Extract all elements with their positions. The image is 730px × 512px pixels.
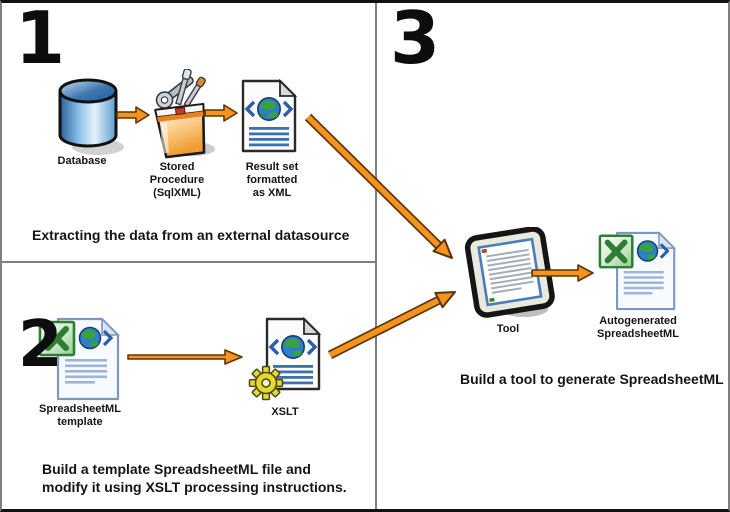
tool-label: Tool xyxy=(496,323,520,335)
xslt-label: XSLT xyxy=(271,406,299,418)
spreadsheetml-template-label: SpreadsheetML template xyxy=(39,403,121,428)
panel-3-number: 3 xyxy=(390,0,441,80)
stored-procedure-label: Stored Procedure (SqlXML) xyxy=(149,161,205,199)
xml-document-icon xyxy=(241,79,298,153)
result-set-label: Result set formatted as XML xyxy=(245,161,299,199)
arrow-right-icon xyxy=(531,264,594,282)
arrow-right-icon xyxy=(204,104,238,122)
arrow-right-icon xyxy=(116,106,150,124)
panel-2-number: 2 xyxy=(18,308,63,382)
spreadsheetml-document-icon xyxy=(598,231,677,311)
database-label: Database xyxy=(57,155,107,167)
panel-divider-vertical xyxy=(375,3,377,509)
panel-1-caption: Extracting the data from an external dat… xyxy=(32,227,350,243)
panel-divider-horizontal xyxy=(2,261,375,263)
stored-procedure-toolbox-icon xyxy=(154,69,215,159)
panel-1-number: 1 xyxy=(15,0,66,80)
panel-2-caption: Build a template SpreadsheetML file and … xyxy=(42,461,347,495)
gear-icon xyxy=(248,365,284,401)
autogenerated-spreadsheetml-label: Autogenerated SpreadsheetML xyxy=(597,315,679,340)
arrow-right-long-icon xyxy=(127,349,243,365)
arrow-diagonal-down-icon xyxy=(304,113,453,259)
tool-monitor-icon xyxy=(464,227,555,318)
xslt-gear-document-icon xyxy=(248,317,322,401)
spreadsheetml-document-icon xyxy=(38,317,120,401)
database-icon xyxy=(58,78,124,155)
arrow-diagonal-up-icon xyxy=(327,291,456,360)
panel-3-caption: Build a tool to generate SpreadsheetML xyxy=(460,371,724,387)
